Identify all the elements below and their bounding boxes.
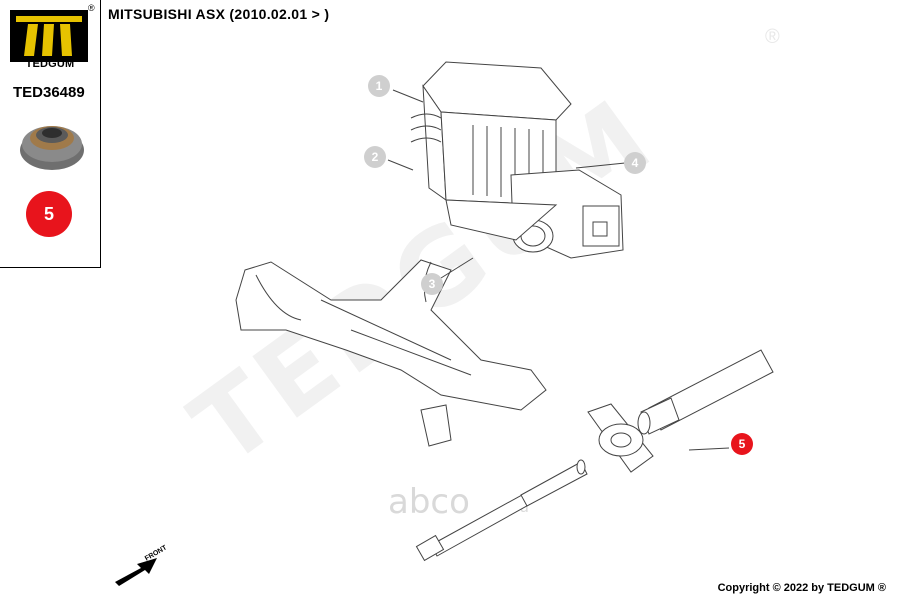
callout-5: 5 <box>731 433 753 455</box>
rear-shaft-drawing <box>637 349 774 435</box>
vehicle-title: MITSUBISHI ASX (2010.02.01 > ) <box>108 6 330 22</box>
front-shaft-drawing <box>415 459 588 562</box>
part-thumbnail <box>20 126 84 170</box>
watermark-registered-mark: ® <box>765 26 780 48</box>
subframe-drawing <box>235 259 547 447</box>
callout-2: 2 <box>364 146 386 168</box>
copyright-text: Copyright © 2022 by TEDGUM ® <box>717 582 886 594</box>
position-badge: 5 <box>26 191 72 237</box>
engine-drawing <box>410 61 624 259</box>
callout-3: 3 <box>421 273 443 295</box>
product-panel: TEDGUM ® TED36489 5 <box>0 0 101 268</box>
site-watermark: abco <box>388 482 470 522</box>
brand-name: TEDGUM <box>25 58 75 70</box>
exploded-diagram <box>115 61 774 586</box>
registered-mark: ® <box>88 3 95 13</box>
callout-4: 4 <box>624 152 646 174</box>
brand-logo <box>10 10 88 62</box>
center-bearing-drawing <box>587 403 654 473</box>
callout-1: 1 <box>368 75 390 97</box>
front-arrow-icon <box>115 558 157 586</box>
part-number: TED36489 <box>13 84 85 101</box>
